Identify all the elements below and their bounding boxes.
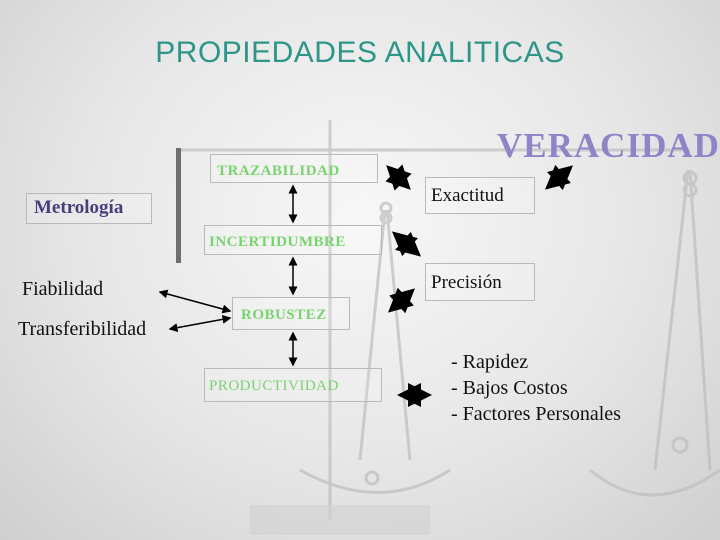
productividad-label: PRODUCTIVIDAD xyxy=(204,368,382,402)
exactitud-label: Exactitud xyxy=(425,177,535,214)
list-item: - Rapidez xyxy=(451,351,529,373)
fiabilidad-label: Fiabilidad xyxy=(22,278,104,300)
productivity-factors-list: - Rapidez - Bajos Costos - Factores Pers… xyxy=(451,349,621,427)
list-item: - Factores Personales xyxy=(451,403,621,425)
transferibilidad-label: Transferibilidad xyxy=(18,318,147,340)
arrow-exactitud-veracidad xyxy=(544,164,574,191)
robustez-label: ROBUSTEZ xyxy=(232,297,350,330)
arrow-incertidumbre-exactitud xyxy=(391,231,422,257)
slide-title: PROPIEDADES ANALITICAS xyxy=(155,36,565,69)
arrow-robustez-precision xyxy=(388,287,415,314)
vertical-divider xyxy=(176,148,181,263)
veracidad-heading: VERACIDAD xyxy=(497,126,720,165)
trazabilidad-label: TRAZABILIDAD xyxy=(210,154,378,183)
arrow-fiabilidad-robustez xyxy=(158,289,232,314)
arrow-trazabilidad-exactitud xyxy=(385,164,412,191)
list-item: - Bajos Costos xyxy=(451,377,568,399)
metrologia-label: Metrología xyxy=(26,193,152,224)
incertidumbre-label: INCERTIDUMBRE xyxy=(204,225,382,255)
precision-label: Precisión xyxy=(425,263,535,301)
arrow-transferibilidad-robustez xyxy=(168,314,232,333)
